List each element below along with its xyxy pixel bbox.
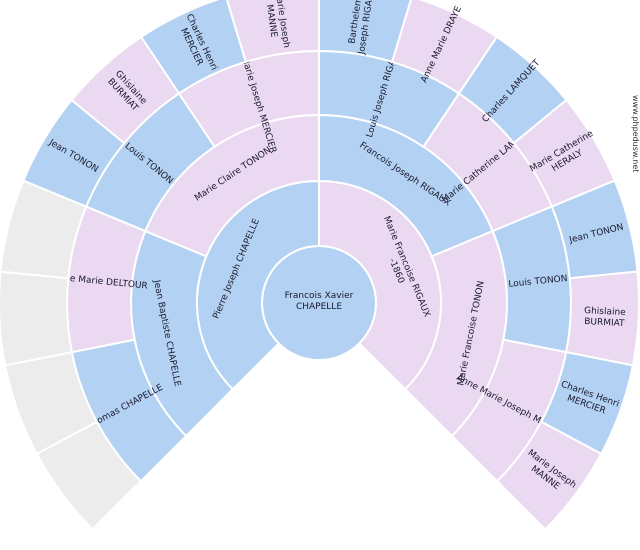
person-g3-5[interactable]: Marie Catherine LAMQUET [422,92,554,233]
person-g4-10[interactable]: Charles LAMQUET [457,35,568,145]
person-name-line: CHAPELLE [296,302,342,312]
person-name-line: MANNE [264,4,279,38]
person-name-line: BURMIAT [584,317,625,329]
ancestor-segment[interactable] [495,420,603,531]
person-name-line: Francois Xavier [285,291,354,301]
person-name-line: Ghislaine [584,306,627,318]
person-g4-4[interactable]: Jean TONON [22,98,126,208]
ancestor-segment [0,270,74,367]
person-g4-9[interactable]: Anne Marie DRAYE [390,0,499,95]
empty-ancestor-slot [0,270,74,367]
site-watermark: www.phpedusw.net [631,95,640,173]
person-g3-1[interactable]: Anne Marie DELTOUR [52,205,148,354]
